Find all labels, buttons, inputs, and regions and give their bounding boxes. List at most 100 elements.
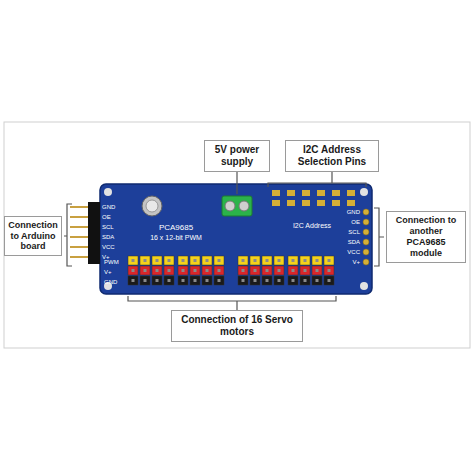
board-part	[202, 256, 212, 265]
callout-box: Connection to Arduino board	[4, 216, 62, 256]
board-part	[262, 266, 272, 275]
board-part	[239, 201, 249, 211]
board-part	[164, 276, 174, 285]
board-part	[218, 279, 221, 282]
board-part	[332, 190, 340, 196]
board-part	[268, 172, 366, 187]
board-part	[360, 282, 368, 290]
board-part	[132, 259, 135, 262]
board-part	[218, 259, 221, 262]
board-part	[278, 279, 281, 282]
callout-box: Connection to another PCA9685 module	[386, 211, 466, 262]
board-part	[312, 276, 322, 285]
frame	[4, 122, 470, 348]
board-part	[300, 256, 310, 265]
board-part	[272, 190, 280, 196]
board-part	[278, 269, 281, 272]
board-part	[168, 269, 171, 272]
board-part	[324, 276, 334, 285]
right-header-holes	[363, 209, 369, 265]
board-part	[254, 269, 257, 272]
board-part	[287, 190, 295, 196]
silkscreen-text: 16 x 12-bit PWM	[150, 234, 202, 241]
board-part	[190, 256, 200, 265]
board-part	[132, 269, 135, 272]
board-part	[316, 279, 319, 282]
board-part	[312, 266, 322, 275]
capacitor	[142, 196, 162, 216]
board-part	[178, 256, 188, 265]
pin-name: SCL	[348, 229, 360, 235]
power-terminal	[222, 196, 252, 216]
board-part	[218, 269, 221, 272]
board-part	[128, 276, 138, 285]
board-part	[304, 269, 307, 272]
board-part	[347, 200, 355, 206]
pin-name: GND	[347, 209, 360, 215]
board-part	[292, 279, 295, 282]
board-part	[238, 276, 248, 285]
board-part	[328, 269, 331, 272]
board-part	[178, 266, 188, 275]
board-part	[164, 256, 174, 265]
board-part	[288, 266, 298, 275]
board-part	[156, 259, 159, 262]
board-part	[140, 256, 150, 265]
board-part	[168, 259, 171, 262]
board-part	[363, 249, 369, 255]
board-part	[144, 259, 147, 262]
board-part	[332, 200, 340, 206]
board-part	[222, 196, 252, 216]
board-part	[128, 266, 138, 275]
board-part	[363, 229, 369, 235]
board-part	[88, 202, 100, 264]
mounting-holes	[104, 188, 368, 290]
pin-name: SDA	[348, 239, 360, 245]
board-part	[324, 266, 334, 275]
board-part	[194, 269, 197, 272]
board-part	[242, 279, 245, 282]
board-part	[250, 256, 260, 265]
board-part	[206, 269, 209, 272]
board-part	[274, 276, 284, 285]
board-part	[236, 172, 237, 194]
board-part	[242, 259, 245, 262]
board-part	[104, 188, 112, 196]
board-part	[302, 190, 310, 196]
board-part	[164, 266, 174, 275]
board-part	[214, 266, 224, 275]
callout-text: 5V power supply	[208, 144, 266, 168]
silkscreen-text: PCA9685	[159, 224, 193, 232]
board-part	[142, 196, 162, 216]
callout-text: Connection to Arduino board	[8, 220, 58, 252]
callout-box: 5V power supply	[204, 140, 270, 172]
leader-brackets	[64, 172, 384, 310]
board-part	[328, 279, 331, 282]
board-part	[140, 276, 150, 285]
servo-headers	[128, 256, 334, 285]
board-part	[317, 200, 325, 206]
board-part	[132, 279, 135, 282]
board-part	[144, 269, 147, 272]
board-part	[288, 256, 298, 265]
board-part	[182, 259, 185, 262]
board-part	[374, 208, 384, 266]
board-part	[274, 266, 284, 275]
callout-text: I2C Address Selection Pins	[289, 144, 375, 168]
board-part	[262, 256, 272, 265]
board-part	[194, 259, 197, 262]
board-part	[214, 276, 224, 285]
board-part	[128, 256, 138, 265]
board-part	[64, 204, 72, 266]
pin-name: SDA	[102, 234, 114, 240]
board-part	[300, 266, 310, 275]
board-part	[328, 259, 331, 262]
board-part	[316, 269, 319, 272]
board-part	[317, 190, 325, 196]
board-part	[292, 269, 295, 272]
board-part	[225, 201, 235, 211]
board-part	[194, 279, 197, 282]
board-part	[146, 200, 158, 212]
board-part	[156, 279, 159, 282]
board-part	[302, 200, 310, 206]
